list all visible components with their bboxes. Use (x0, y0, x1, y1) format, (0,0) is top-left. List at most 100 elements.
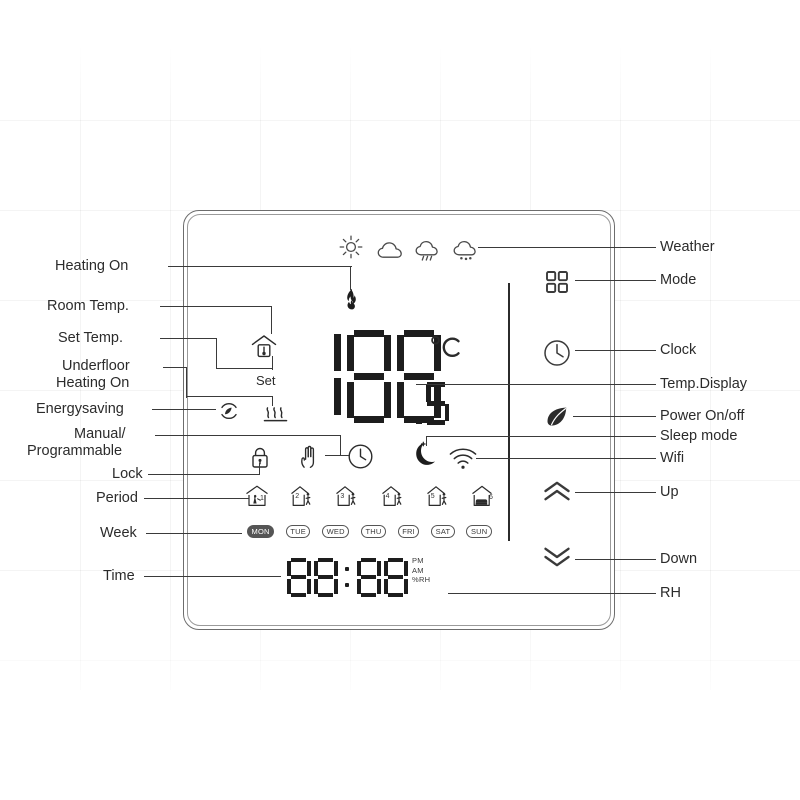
label-energysaving: Energysaving (36, 401, 124, 417)
temp-decimal (416, 382, 450, 426)
leader-temp-display (416, 384, 656, 386)
clock-indicator-stack: PM AM %RH (412, 556, 430, 585)
clock-digit-4 (384, 558, 408, 597)
label-wifi: Wifi (660, 450, 685, 466)
leader-underfloor-h1 (163, 367, 187, 369)
clock-digit-2 (314, 558, 338, 597)
power-leaf-icon[interactable] (545, 405, 571, 429)
celsius-unit (429, 334, 463, 364)
leader-underfloor-v (186, 367, 188, 398)
flame-icon (343, 288, 361, 310)
leader-room-temp-v (271, 306, 273, 334)
clock-colon (345, 558, 350, 596)
leader-wifi (476, 458, 656, 460)
grid-fade-top (0, 0, 800, 130)
leader-lock-h (148, 474, 260, 476)
temp-digit-1 (307, 330, 341, 422)
leader-energysaving (152, 409, 216, 411)
sleep-moon-icon (413, 440, 437, 468)
leader-manual-v (340, 435, 342, 456)
clock-digit-1 (287, 558, 311, 597)
label-week: Week (100, 525, 137, 541)
label-weather: Weather (660, 239, 715, 255)
mode-icon[interactable] (545, 270, 569, 294)
label-set-temp: Set Temp. (58, 330, 124, 346)
leader-down (575, 559, 656, 561)
energysaving-icon (219, 401, 239, 421)
label-clock: Clock (660, 342, 697, 358)
underfloor-heating-icon (262, 398, 290, 424)
label-underfloor-2: Heating On (56, 375, 130, 391)
am-indicator: AM (412, 565, 424, 575)
leader-period (144, 498, 249, 500)
label-lock: Lock (112, 466, 143, 482)
sun-icon (338, 234, 364, 260)
label-sleep-mode: Sleep mode (660, 428, 738, 444)
leader-clock (575, 350, 656, 352)
thermostat-inner-bezel (187, 214, 611, 626)
weekday-row: MON TUE WED THU FRI SAT SUN (247, 525, 492, 538)
weekday-thu[interactable]: THU (360, 525, 386, 538)
set-label: Set (256, 373, 276, 388)
leader-manual-h (155, 435, 341, 437)
weekday-fri[interactable]: FRI (397, 525, 420, 538)
rain-cloud-icon (414, 240, 442, 262)
leader-set-temp-v (216, 338, 218, 369)
pm-indicator: PM (412, 556, 424, 565)
manual-hand-icon (298, 444, 322, 470)
clock-key-icon[interactable] (543, 339, 571, 367)
label-manual-1: Manual/ (74, 426, 126, 442)
leader-set-temp-h1 (160, 338, 217, 340)
leader-weather (478, 247, 656, 249)
label-underfloor-1: Underfloor (62, 358, 130, 374)
leader-sleep-h (426, 436, 656, 438)
label-mode: Mode (660, 272, 697, 288)
period-icon-row: 1 2 3 (244, 484, 496, 508)
leader-set-temp-h2 (216, 368, 273, 370)
leader-heating-on-h (168, 266, 352, 268)
label-temp-display: Temp.Display (660, 376, 748, 392)
label-manual-2: Programmable (27, 443, 123, 459)
label-time: Time (103, 568, 135, 584)
snow-cloud-icon (452, 240, 480, 262)
room-temp-house-icon (250, 333, 278, 361)
label-rh: RH (660, 585, 681, 601)
leader-set-temp-v2 (272, 356, 274, 370)
leader-rh (448, 593, 656, 595)
temp-digit-2 (347, 330, 391, 423)
period-number: 4 (385, 493, 390, 500)
leader-time (144, 576, 281, 578)
leader-mode (575, 280, 656, 282)
period-item: 5 (425, 484, 451, 508)
weekday-tue[interactable]: TUE (285, 525, 311, 538)
leader-heating-on-v (350, 266, 352, 290)
label-power-onoff: Power On/off (660, 408, 745, 424)
period-number: 1 (260, 495, 264, 502)
clock-digit-3 (357, 558, 381, 597)
leader-up (575, 492, 656, 494)
leader-underfloor-h2 (186, 396, 273, 398)
up-chevron-icon[interactable] (542, 480, 572, 502)
cloud-icon (376, 240, 406, 260)
period-item: 1 (244, 484, 270, 508)
leader-sleep-v (426, 436, 428, 446)
weekday-sat[interactable]: SAT (431, 525, 455, 538)
leader-room-temp-h (160, 306, 272, 308)
period-number: 6 (488, 494, 493, 501)
leader-power (573, 416, 656, 418)
grid-fade-bottom (0, 600, 800, 800)
period-number: 3 (340, 493, 345, 500)
label-period: Period (96, 490, 138, 506)
period-number: 5 (430, 493, 435, 500)
wifi-icon (448, 448, 478, 470)
label-heating-on: Heating On (55, 258, 129, 274)
weekday-sun[interactable]: SUN (466, 525, 492, 538)
period-item: 3 (334, 484, 360, 508)
weekday-wed[interactable]: WED (322, 525, 350, 538)
down-chevron-icon[interactable] (542, 546, 572, 568)
period-item: 2 (289, 484, 315, 508)
weekday-mon[interactable]: MON (247, 525, 275, 538)
leader-lock-v (259, 463, 261, 475)
label-room-temp: Room Temp. (47, 298, 129, 314)
